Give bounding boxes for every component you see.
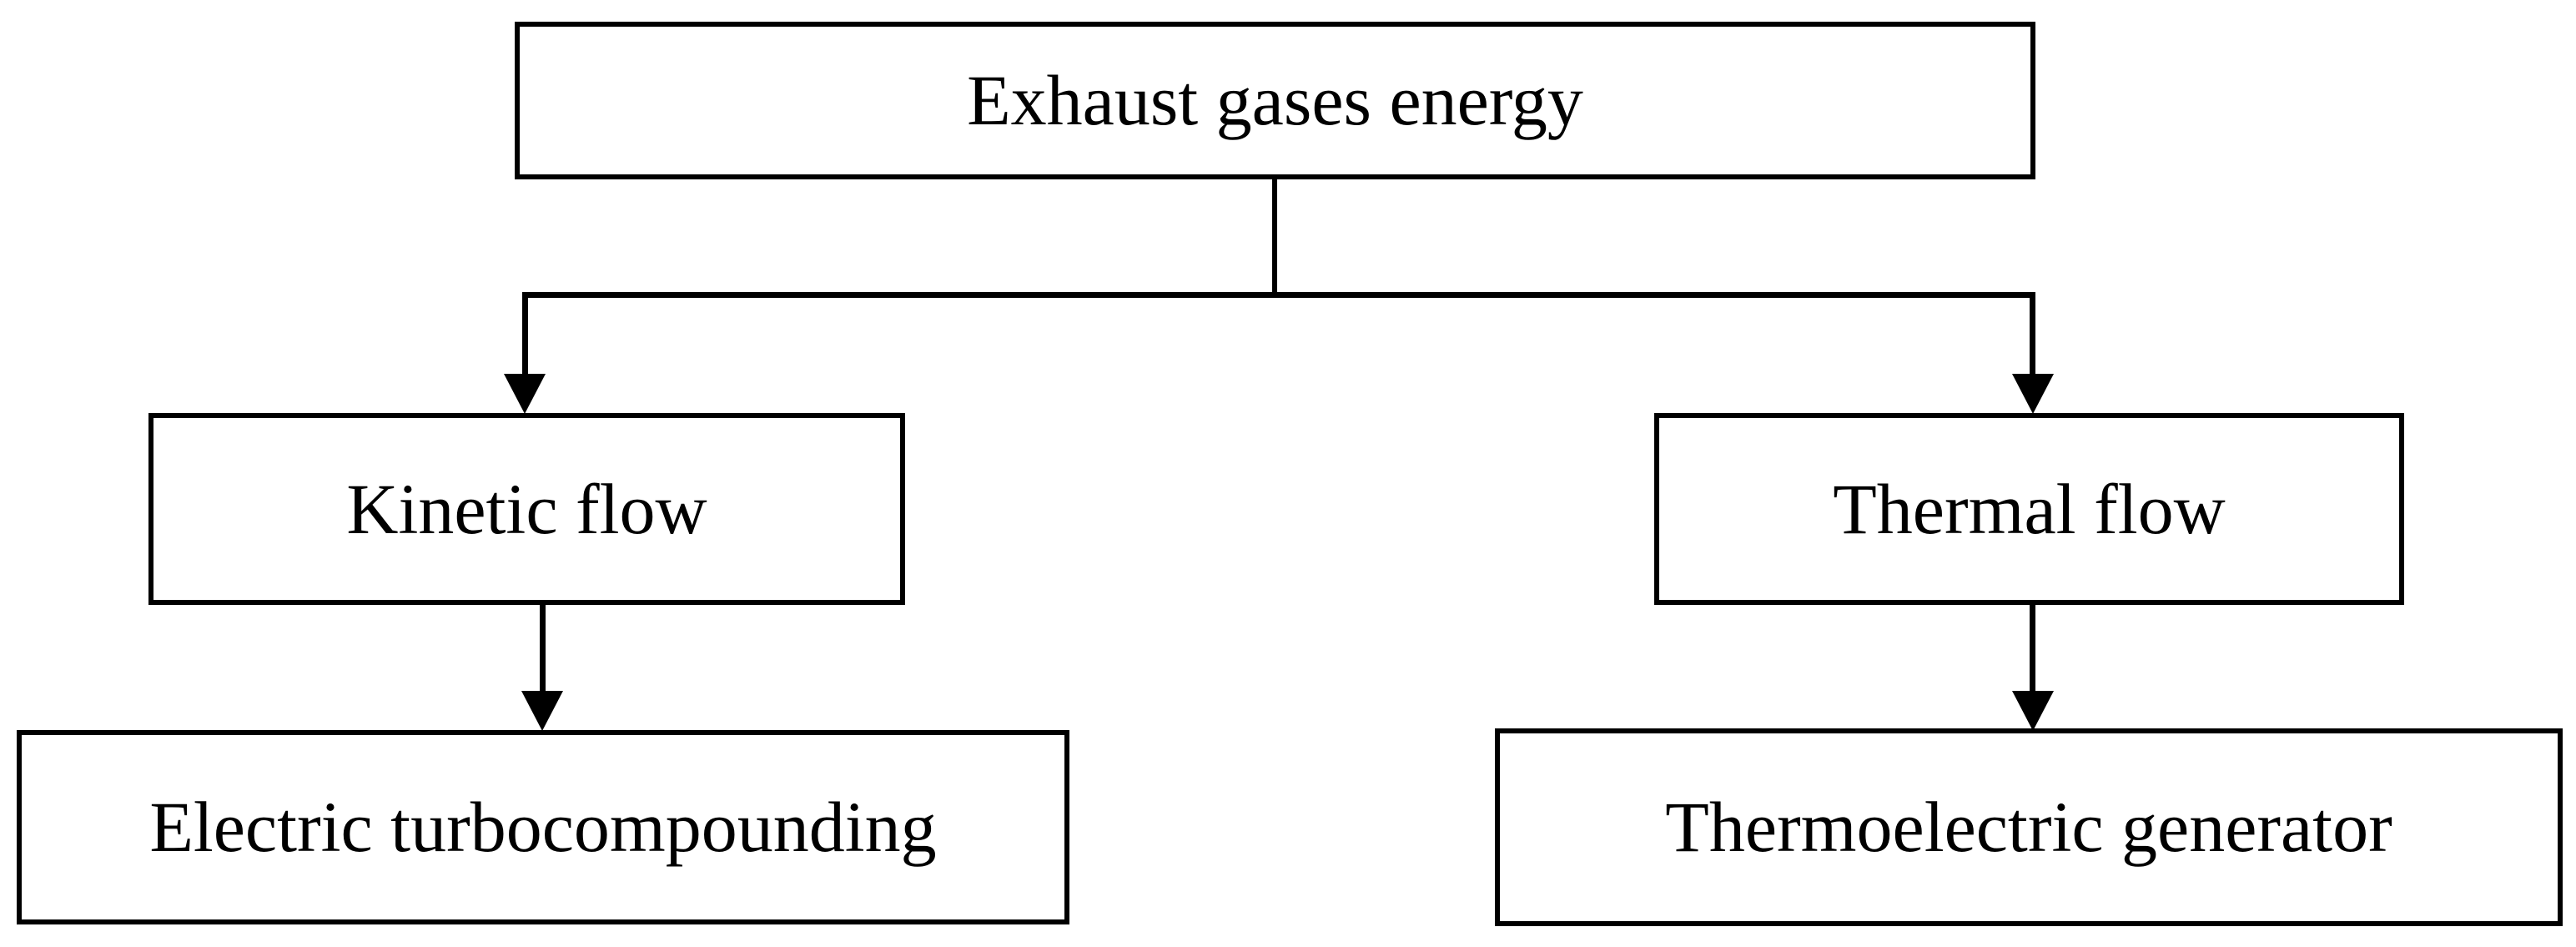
node-thermal-flow-label: Thermal flow: [1833, 468, 2226, 549]
connector-kinetic-to-turbo: [540, 603, 546, 695]
node-thermal-flow: Thermal flow: [1654, 413, 2404, 605]
connector-branch-bar: [522, 292, 2035, 298]
node-exhaust-gases-energy: Exhaust gases energy: [515, 22, 2035, 179]
node-exhaust-gases-energy-label: Exhaust gases energy: [967, 60, 1583, 141]
arrowhead-to-teg-icon: [2012, 691, 2054, 731]
connector-root-stem: [1272, 179, 1277, 297]
node-kinetic-flow: Kinetic flow: [148, 413, 905, 605]
connector-drop-kinetic: [522, 292, 528, 380]
node-kinetic-flow-label: Kinetic flow: [346, 468, 707, 549]
arrowhead-to-thermal-icon: [2012, 374, 2054, 414]
arrowhead-to-kinetic-icon: [504, 374, 546, 414]
node-electric-turbocompounding: Electric turbocompounding: [17, 730, 1069, 924]
node-thermoelectric-generator-label: Thermoelectric generator: [1665, 787, 2392, 868]
connector-thermal-to-teg: [2030, 603, 2035, 695]
connector-drop-thermal: [2030, 292, 2035, 380]
arrowhead-to-turbo-icon: [521, 691, 563, 731]
node-electric-turbocompounding-label: Electric turbocompounding: [149, 787, 937, 868]
node-thermoelectric-generator: Thermoelectric generator: [1495, 728, 2563, 926]
